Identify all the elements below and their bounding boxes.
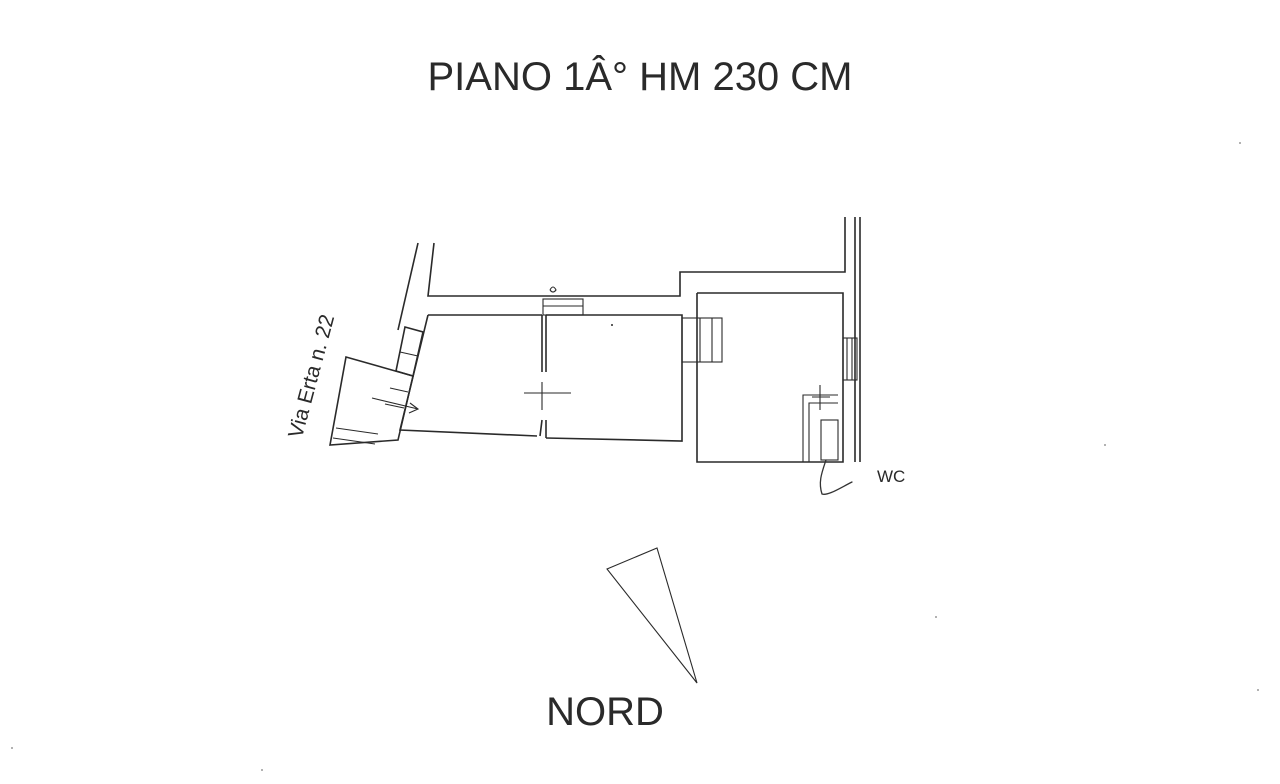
entry-arrow-shaft [371, 397, 419, 410]
street-label: Via Erta n. 22 [284, 312, 339, 441]
entrance-stairs [329, 325, 424, 446]
north-label: NORD [546, 690, 664, 734]
room-middle [545, 314, 683, 442]
north-arrow [606, 547, 698, 684]
scan-specks [11, 142, 1259, 771]
wc-label: WC [877, 467, 905, 486]
door-middle-right [681, 317, 723, 363]
room-right [696, 292, 858, 463]
wc-enclosure [802, 385, 853, 495]
plan-title: PIANO 1Â° HM 230 CM [428, 54, 853, 99]
outer-walls [397, 217, 861, 462]
entry-arrow-head [408, 402, 420, 414]
window-top [542, 286, 584, 316]
window-right [842, 337, 858, 381]
